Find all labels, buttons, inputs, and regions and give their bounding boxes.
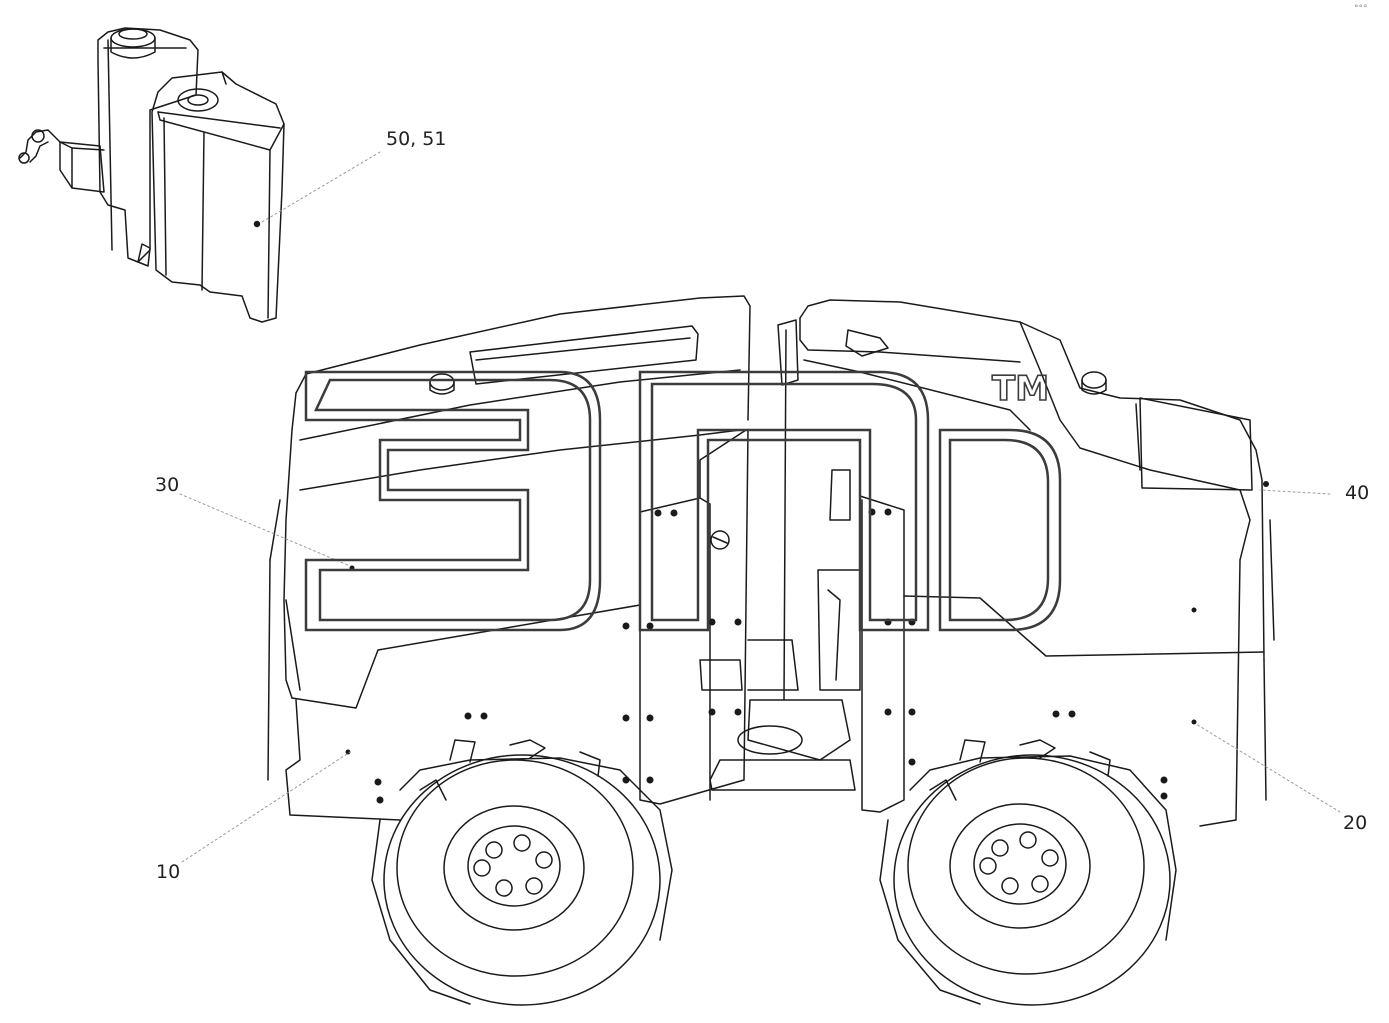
rear-drum xyxy=(879,739,1177,1006)
front-body-section xyxy=(267,295,751,821)
callout-50-51: 50, 51 xyxy=(386,128,447,150)
articulation-joint xyxy=(699,319,856,791)
callout-10: 10 xyxy=(156,861,181,883)
trademark-mark: TM xyxy=(992,369,1049,409)
callout-20: 20 xyxy=(1343,812,1368,834)
sheet-corner-mark: °°° xyxy=(1354,4,1368,14)
watermark-logo: TM xyxy=(304,368,1062,632)
callout-40: 40 xyxy=(1345,482,1370,504)
rear-body-section xyxy=(799,299,1275,827)
leader-lines xyxy=(179,151,1341,863)
front-drum xyxy=(371,739,673,1006)
tank-assembly xyxy=(18,27,285,323)
callout-30: 30 xyxy=(155,474,180,496)
